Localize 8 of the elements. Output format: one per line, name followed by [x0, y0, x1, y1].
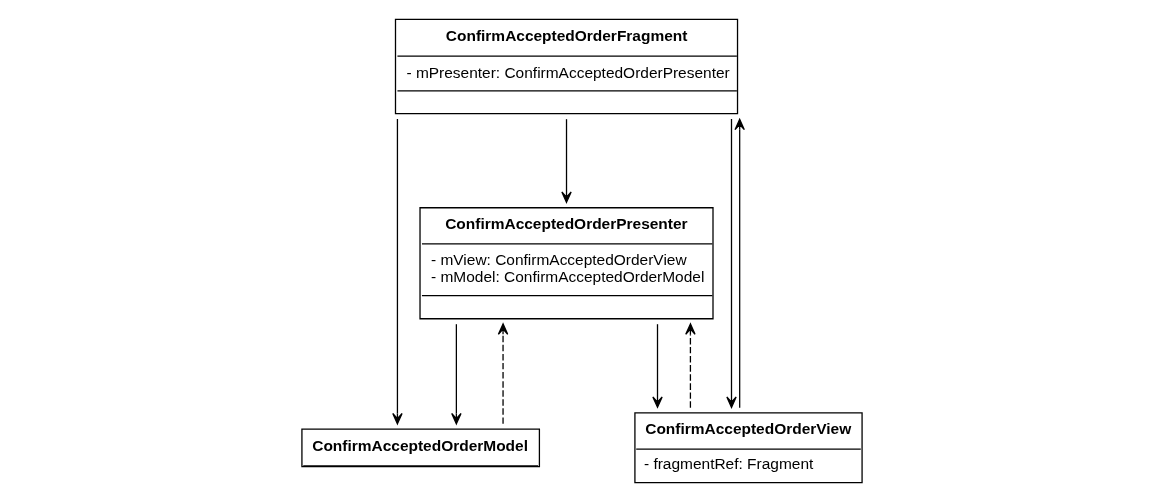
- arrow: [451, 323, 462, 424]
- arrow: [734, 118, 745, 408]
- arrow: [561, 118, 572, 203]
- arrow: [652, 323, 663, 408]
- arrow: [685, 322, 696, 408]
- arrow: [497, 322, 509, 424]
- arrow: [392, 117, 403, 424]
- arrow: [726, 117, 737, 408]
